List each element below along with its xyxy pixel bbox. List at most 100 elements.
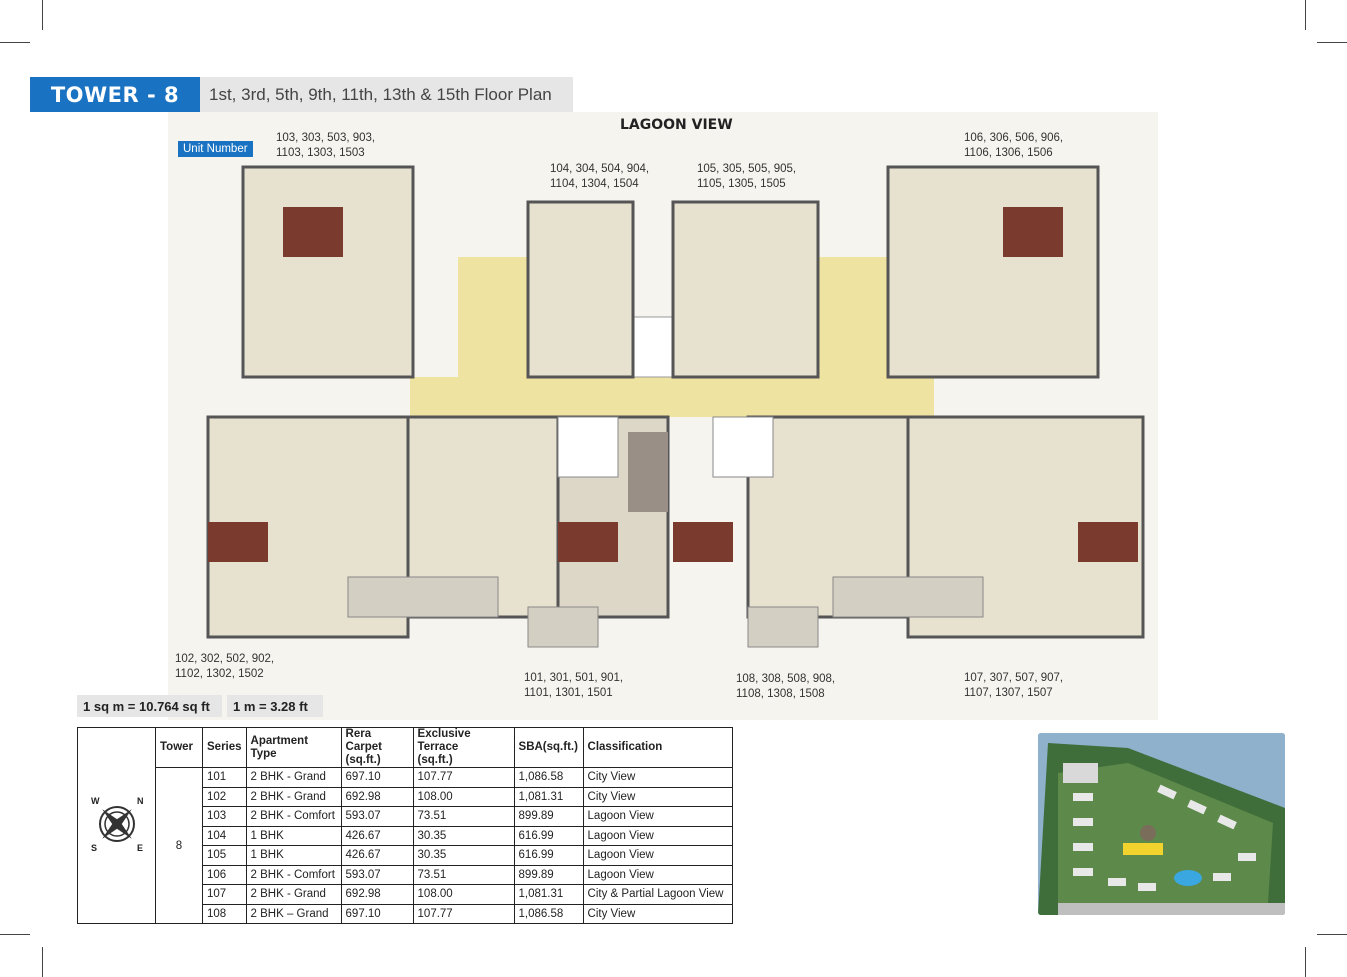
unit-label-line: 1105, 1305, 1505: [697, 178, 786, 190]
compass-north-label: N: [137, 796, 144, 806]
compass-icon: W N S E: [91, 796, 144, 853]
table-row: 8 101 2 BHK - Grand 697.10 107.77 1,086.…: [78, 767, 733, 924]
sba-cell: 1,081.31: [513, 884, 584, 905]
classification-cell: Lagoon View: [582, 825, 733, 846]
carpet-cell: 426.67: [340, 825, 414, 846]
unit-103-block: [241, 165, 415, 379]
crop-mark: [1305, 0, 1306, 30]
unit-label-line: 1101, 1301, 1501: [524, 687, 613, 699]
terrace-cell: 108.00: [412, 884, 515, 905]
lift-shaft: [557, 416, 619, 478]
type-cell: 1 BHK: [245, 845, 342, 866]
col-carpet-header: Rera Carpet (sq.ft.): [340, 727, 414, 768]
unit-104-block: [526, 200, 635, 379]
classification-cell: Lagoon View: [582, 864, 733, 885]
unit-label-line: 104, 304, 504, 904,: [550, 163, 650, 175]
carpet-cell: 692.98: [340, 884, 414, 905]
col-terrace-header: Exclusive Terrace (sq.ft.): [412, 727, 515, 768]
terrace-cell: 30.35: [412, 845, 515, 866]
site-key-plan: [1038, 733, 1285, 915]
service-duct: [628, 432, 668, 512]
unit-label-line: 1107, 1307, 1507: [964, 687, 1053, 699]
crop-mark: [1317, 42, 1347, 43]
terrace-cell: 30.35: [412, 825, 515, 846]
series-cell: 104: [202, 825, 247, 846]
type-cell: 2 BHK - Grand: [245, 767, 342, 788]
terrace-cell: 73.51: [412, 806, 515, 827]
col-tower-header: Tower: [155, 727, 203, 768]
unit-label-line: 101, 301, 501, 901,: [524, 672, 624, 684]
type-cell: 2 BHK - Comfort: [245, 864, 342, 885]
classification-cell: City View: [582, 903, 733, 924]
unit-label-106: 106, 306, 506, 906, 1106, 1306, 1506: [964, 131, 1084, 161]
col-type-header: Apartment Type: [245, 727, 342, 768]
compass-south-label: S: [91, 843, 97, 853]
terrace-cell: 107.77: [412, 767, 515, 788]
table-row: 104 1 BHK 426.67 30.35 616.99 Lagoon Vie…: [78, 825, 733, 846]
unit-label-line: 1108, 1308, 1508: [736, 688, 825, 700]
series-cell: 106: [202, 864, 247, 885]
terrace-cell: 73.51: [412, 864, 515, 885]
bedroom-floor: [1003, 207, 1063, 257]
bedroom-floor: [1078, 522, 1138, 562]
series-cell: 102: [202, 786, 247, 807]
col-classification-header: Classification: [582, 727, 733, 768]
table-row: 107 2 BHK - Grand 692.98 108.00 1,081.31…: [78, 884, 733, 905]
unit-106-block: [886, 165, 1100, 379]
floor-plan-drawing: [206, 165, 1145, 648]
carpet-cell: 692.98: [340, 786, 414, 807]
carpet-cell: 593.07: [340, 806, 414, 827]
bedroom-floor: [558, 522, 618, 562]
floor-plan: [168, 112, 1158, 720]
series-cell: 103: [202, 806, 247, 827]
unit-label-line: 107, 307, 507, 907,: [964, 672, 1064, 684]
sba-cell: 616.99: [513, 825, 584, 846]
sba-cell: 899.89: [513, 864, 584, 885]
unit-area-table: W N S E Tower Series Apartment Type Rera…: [77, 727, 733, 924]
type-cell: 2 BHK - Grand: [245, 786, 342, 807]
series-cell: 107: [202, 884, 247, 905]
tower-title: TOWER - 8: [30, 77, 200, 112]
unit-label-line: 102, 302, 502, 902,: [175, 653, 275, 665]
unit-label-103: 103, 303, 503, 903, 1103, 1303, 1503: [276, 131, 396, 161]
series-cell: 108: [202, 903, 247, 924]
terrace: [832, 576, 984, 618]
sba-cell: 1,081.31: [513, 786, 584, 807]
carpet-cell: 426.67: [340, 845, 414, 866]
crop-mark: [42, 0, 43, 30]
bedroom-floor: [673, 522, 733, 562]
unit-label-line: 106, 306, 506, 906,: [964, 132, 1064, 144]
sqm-conversion: 1 sq m = 10.764 sq ft: [77, 695, 222, 717]
table-row: 106 2 BHK - Comfort 593.07 73.51 899.89 …: [78, 864, 733, 885]
classification-cell: City View: [582, 786, 733, 807]
crop-mark: [0, 42, 30, 43]
unit-label-line: 1104, 1304, 1504: [550, 178, 639, 190]
col-series-header: Series: [202, 727, 247, 768]
tower-cell: 8: [155, 767, 203, 924]
compass-east-label: E: [137, 843, 143, 853]
terrace: [747, 606, 819, 648]
bedroom-floor: [208, 522, 268, 562]
unit-label-101: 101, 301, 501, 901, 1101, 1301, 1501: [524, 671, 644, 701]
unit-label-line: 1103, 1303, 1503: [276, 147, 365, 159]
fire-staircase-1: [818, 257, 888, 377]
sba-cell: 616.99: [513, 845, 584, 866]
unit-label-108: 108, 308, 508, 908, 1108, 1308, 1508: [736, 672, 856, 702]
classification-cell: Lagoon View: [582, 806, 733, 827]
crop-mark: [0, 934, 30, 935]
lift-lobby-passage: [410, 377, 934, 417]
type-cell: 1 BHK: [245, 825, 342, 846]
classification-cell: City & Partial Lagoon View: [582, 884, 733, 905]
sba-cell: 899.89: [513, 806, 584, 827]
classification-cell: Lagoon View: [582, 845, 733, 866]
series-cell: 105: [202, 845, 247, 866]
unit-label-line: 105, 305, 505, 905,: [697, 163, 797, 175]
carpet-cell: 697.10: [340, 767, 414, 788]
site-key-plan-image: [1038, 733, 1285, 915]
unit-label-line: 103, 303, 503, 903,: [276, 132, 376, 144]
bedroom-floor: [283, 207, 343, 257]
unit-105-block: [671, 200, 820, 379]
floor-plan-subtitle: 1st, 3rd, 5th, 9th, 11th, 13th & 15th Fl…: [200, 77, 573, 112]
classification-cell: City View: [582, 767, 733, 788]
carpet-cell: 697.10: [340, 903, 414, 924]
